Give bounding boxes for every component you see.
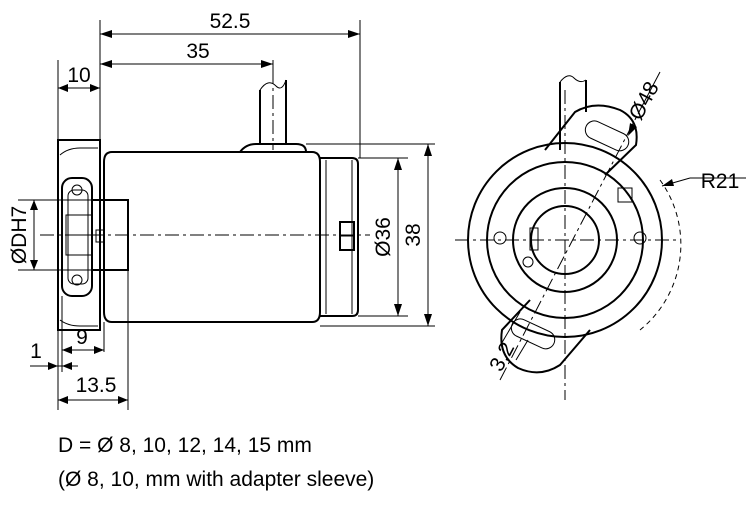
arrow-dh7-b [30,260,38,270]
arrow-48 [628,123,637,136]
dim-bore-diameter: ØDH7 [8,206,31,264]
arrow-10-r [90,84,100,92]
pin [259,80,287,144]
clamp-hole-bottom [71,274,83,286]
small-circle-l [493,231,507,245]
dim-line-48 [639,71,661,111]
dim-flange-width: 10 [67,64,90,87]
arrow-9-l [62,346,72,354]
dim-slot-width: 3.2 [485,339,519,376]
arrow-dh7-t [30,200,38,210]
arrow-9-r [94,346,104,354]
arrow-36-t [394,158,402,170]
note-line-1: D = Ø 8, 10, 12, 14, 15 mm [58,434,312,457]
ear-bottom [500,299,591,374]
bore-key [529,227,539,251]
note-line-2: (Ø 8, 10, mm with adapter sleeve) [58,468,374,491]
connector-tab [617,187,633,203]
body-outline [103,151,321,323]
arrow-r21 [662,179,674,186]
arrow-1-l [48,362,58,370]
dim-sleeve-length: 9 [76,326,88,349]
dim-shaft-position: 35 [186,40,209,63]
dim-radius: R21 [701,170,740,193]
dim-gap: 1 [30,340,42,363]
arrow-52-r [348,30,360,38]
arrow-35-r [261,60,273,68]
arrow-38-t [424,144,432,156]
ear-top [544,104,638,176]
arrow-36-b [394,304,402,316]
dim-outer-diameter: 38 [402,223,425,246]
dim-line-32 [499,311,521,347]
arrow-52-l [100,30,112,38]
front-pin-break [559,75,587,83]
arrow-35-l [100,60,112,68]
pin-break [259,79,287,91]
dim-body-diameter: Ø36 [372,217,395,257]
front-view: Ø48 R21 3.2 [455,71,746,400]
clamp-hole-top [71,184,83,196]
arrow-13-r [118,396,128,404]
dim-overall-length: 52.5 [210,10,251,33]
small-circle-b [522,256,534,268]
radius-arc [639,179,682,331]
clamp-inner [67,189,89,285]
small-circle-r [633,231,647,245]
diagonal-centerline [499,109,641,381]
dim-line-32b [515,339,529,361]
arrow-13-l [58,396,68,404]
front-pin [559,80,587,150]
side-view: 52.5 35 10 ØDH7 Ø36 38 1 [8,10,435,410]
dim-mount-depth: 13.5 [76,374,117,397]
arrow-10-l [58,84,68,92]
arrow-38-b [424,314,432,326]
dim-bolt-circle: Ø48 [625,78,664,124]
slot-top [584,120,630,152]
slot-bottom [510,318,556,350]
coupling-arm [239,143,307,153]
rear-cap [320,157,359,317]
